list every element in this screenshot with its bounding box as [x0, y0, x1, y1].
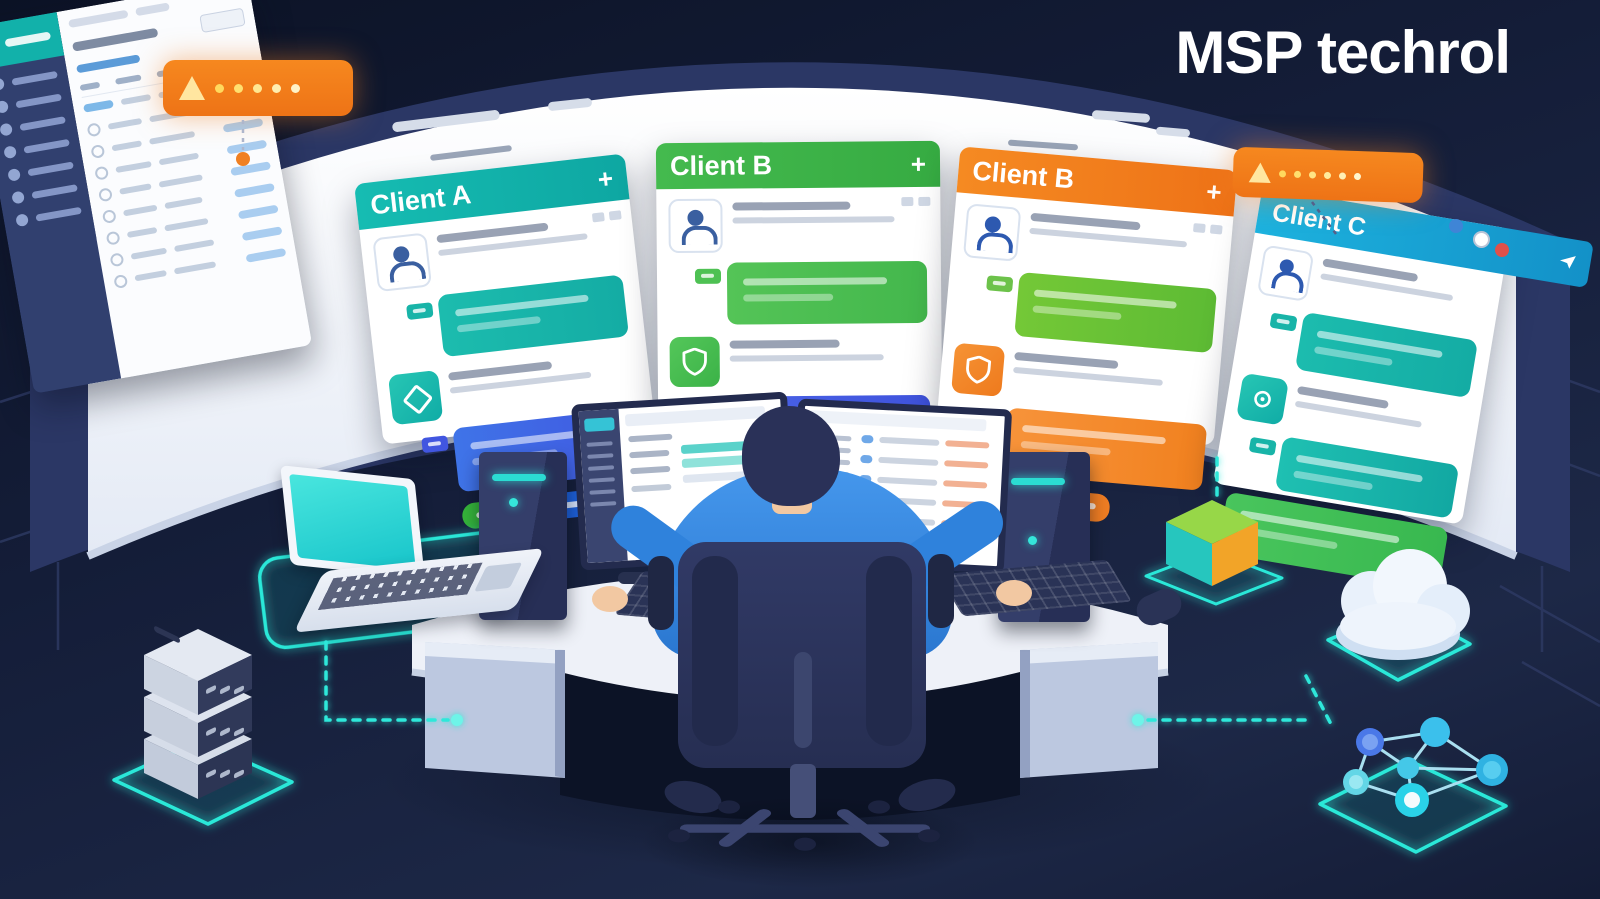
cube-icon: [1166, 500, 1258, 586]
chair-base: [660, 800, 950, 852]
technician-hand-right: [996, 580, 1032, 606]
contact-row: [657, 325, 942, 388]
connector-cloud-network: [1304, 674, 1334, 728]
power-led: [1028, 536, 1037, 545]
drive-slot: [1011, 478, 1065, 485]
technician-head: [742, 406, 840, 506]
caster: [718, 800, 740, 814]
send-icon[interactable]: [1557, 251, 1578, 272]
glow-dot: [1132, 714, 1144, 726]
contact-row: [939, 332, 1221, 416]
connector-alert-right: [1311, 201, 1337, 235]
client-c-card: Client C: [1212, 187, 1594, 590]
page-title: MSP techrol: [1175, 19, 1511, 86]
tool-icon: [1236, 372, 1289, 426]
technician-hand-left: [592, 586, 628, 612]
power-led: [509, 498, 518, 507]
glow-dot: [451, 714, 463, 726]
chair-armrest-left: [648, 556, 674, 630]
shield-icon: [669, 336, 720, 388]
caster: [794, 837, 816, 851]
caster: [668, 829, 690, 843]
alert-anchor-dot: [236, 152, 250, 166]
alert-dot: [291, 83, 300, 93]
window-control-blue[interactable]: [1449, 219, 1463, 233]
chair-backrest: [678, 542, 926, 768]
connector-laptop-desk: [324, 640, 450, 722]
alert-dot: [215, 83, 224, 93]
client-b-green-card: Client B +: [655, 140, 943, 497]
alert-dot: [272, 83, 281, 93]
alert-dot: [234, 83, 243, 93]
close-icon[interactable]: [1495, 243, 1509, 257]
server-stack-icon: [144, 626, 252, 799]
client-c-header: Client C: [1254, 187, 1594, 289]
alert-dot: [253, 83, 262, 93]
desk-pedestal-right: [1020, 642, 1158, 778]
network-graph-icon: [1343, 717, 1508, 817]
alert-badge-left[interactable]: [163, 60, 353, 116]
contact-row: [1224, 361, 1482, 458]
drive-slot: [492, 474, 546, 481]
cloud-icon: [1336, 549, 1470, 660]
window-control-minimize[interactable]: [1473, 231, 1490, 248]
chair-armrest-right: [928, 554, 954, 628]
warning-triangle-icon: [179, 76, 205, 100]
desk-pedestal-left: [425, 642, 565, 778]
caster: [868, 800, 890, 814]
chair-column: [790, 764, 816, 818]
shield-icon: [951, 342, 1006, 397]
client-b-orange-card: Client B +: [936, 146, 1238, 523]
caster: [918, 829, 940, 843]
